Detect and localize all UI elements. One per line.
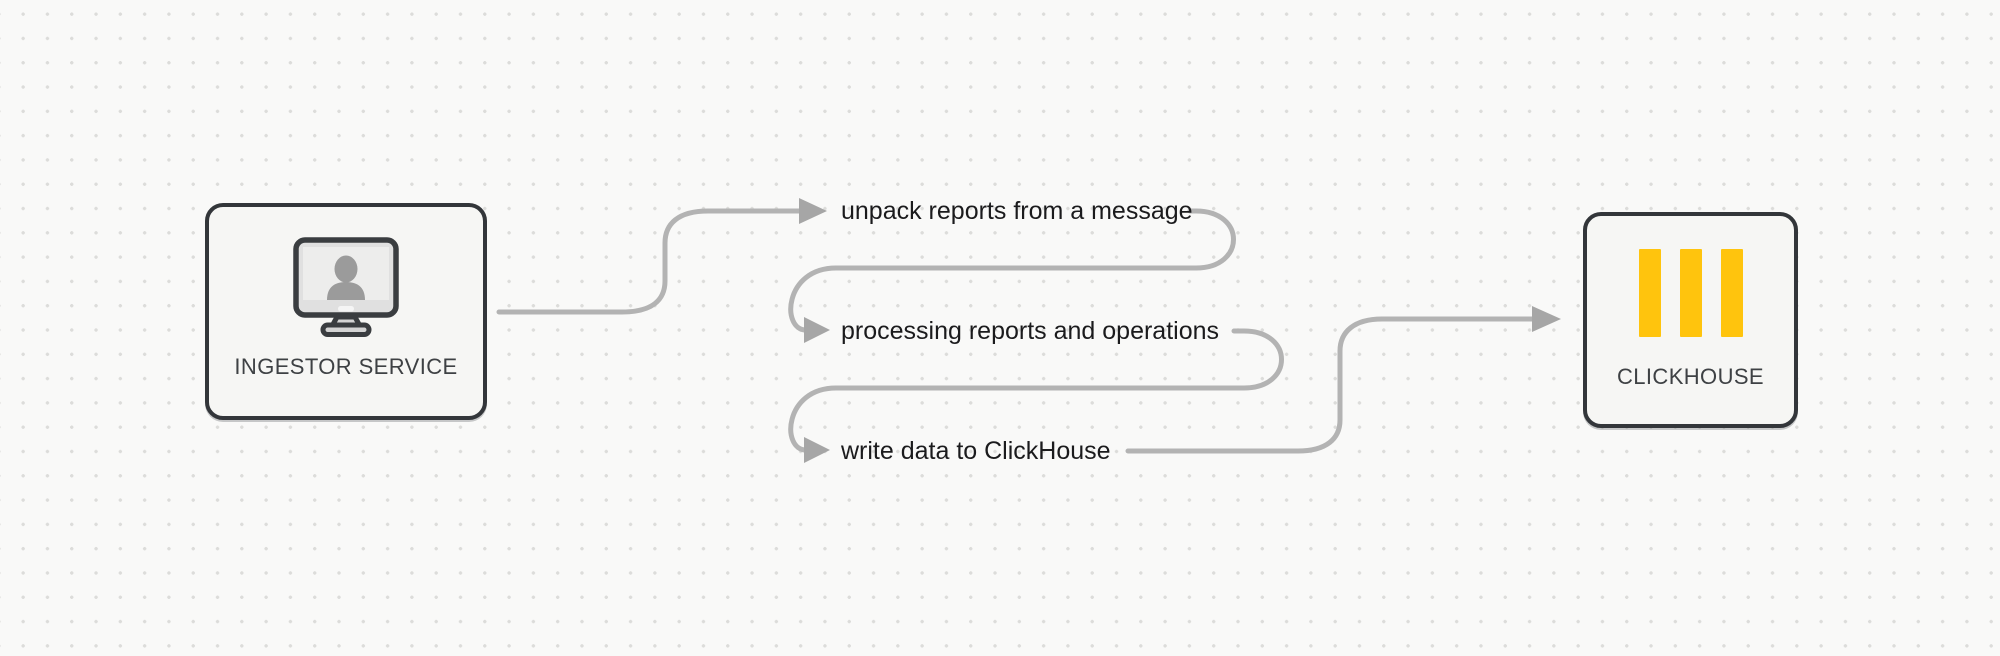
arrowhead-clickhouse-icon (1532, 306, 1561, 332)
monitor-user-icon (293, 237, 399, 337)
connector-step1-to-step2 (788, 208, 1236, 333)
node-clickhouse[interactable]: CLICKHOUSE (1583, 212, 1798, 428)
person-silhouette-icon (327, 255, 365, 300)
connector-ingestor-to-step1 (496, 208, 803, 315)
clickhouse-title: CLICKHOUSE (1616, 364, 1765, 389)
step-label-processing-reports: processing reports and operations (841, 317, 1220, 345)
arrowhead-step2-icon (804, 317, 830, 343)
step-label-write-data: write data to ClickHouse (841, 437, 1111, 465)
clickhouse-bars-icon (1639, 249, 1743, 337)
step-label-unpack-reports: unpack reports from a message (841, 197, 1193, 225)
arrowhead-step1-icon (799, 198, 827, 224)
connector-step2-to-step3 (788, 328, 1284, 453)
ingestor-service-title: INGESTOR SERVICE (234, 354, 458, 379)
node-ingestor-service[interactable]: INGESTOR SERVICE (205, 203, 487, 420)
arrowhead-step3-icon (804, 437, 830, 463)
